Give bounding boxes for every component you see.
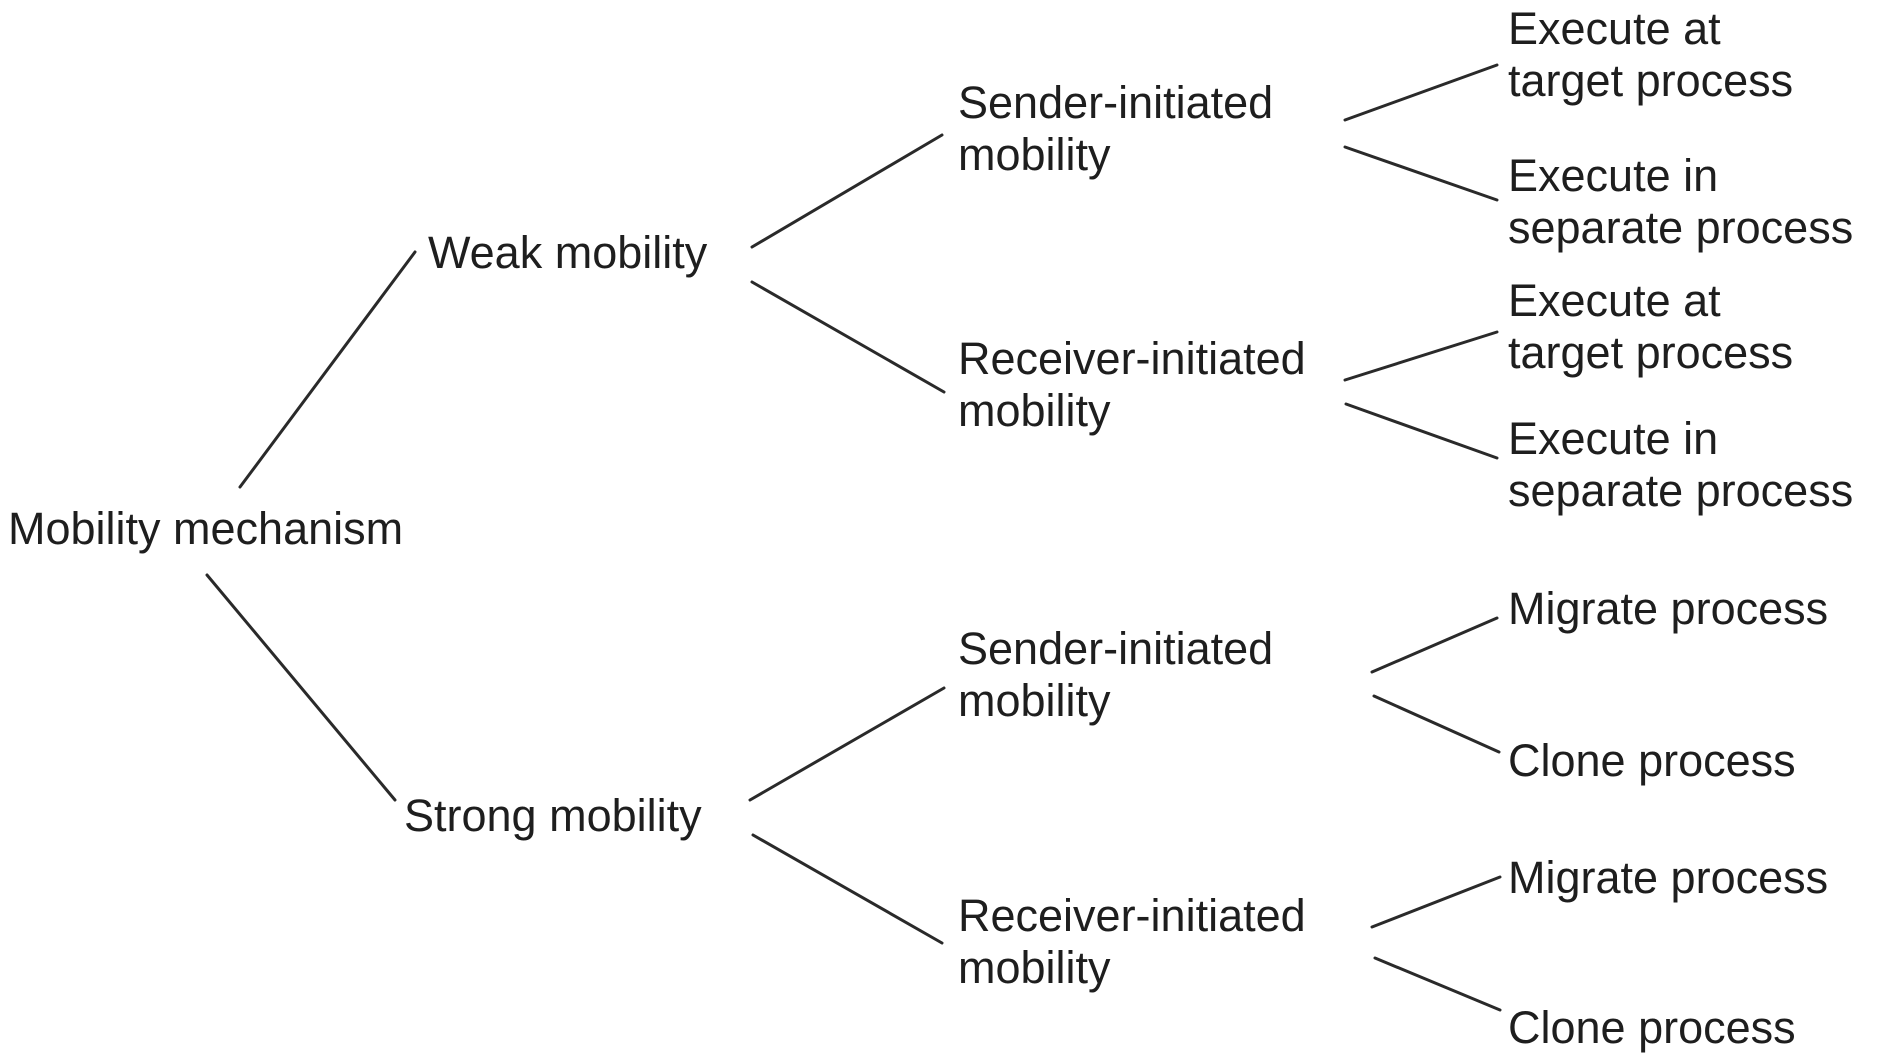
edge-strong-receiver-migrate — [1370, 875, 1502, 929]
edge-strong-sender-clone — [1372, 694, 1501, 754]
node-strong-sender-initiated: Sender-initiated mobility — [958, 623, 1273, 727]
node-label-line: Execute in — [1508, 150, 1719, 201]
node-label-line: mobility — [958, 385, 1111, 436]
edge-strong-receiver — [751, 833, 944, 945]
leaf-strong-sender-migrate-process: Migrate process — [1508, 583, 1829, 634]
node-label-line: mobility — [958, 675, 1111, 726]
edge-strong-receiver-clone — [1373, 956, 1502, 1012]
edge-root-weak — [238, 250, 417, 489]
node-label-line: Sender-initiated — [958, 77, 1274, 128]
edge-weak-receiver-execute-separate — [1344, 402, 1499, 460]
node-weak-sender-initiated: Sender-initiated mobility — [958, 77, 1273, 181]
edge-strong-sender — [748, 686, 946, 802]
node-label-line: separate process — [1508, 202, 1854, 253]
node-strong-mobility: Strong mobility — [404, 790, 702, 841]
node-label-line: Execute at — [1508, 275, 1721, 326]
edge-weak-sender-execute-separate — [1343, 145, 1499, 202]
node-label-line: target process — [1508, 327, 1794, 378]
node-label-line: mobility — [958, 129, 1111, 180]
leaf-strong-sender-clone-process: Clone process — [1508, 735, 1796, 786]
leaf-weak-receiver-execute-target: Execute at target process — [1508, 275, 1793, 379]
node-mobility-mechanism: Mobility mechanism — [8, 503, 404, 554]
node-label-line: Receiver-initiated — [958, 333, 1306, 384]
node-label-line: separate process — [1508, 465, 1854, 516]
node-label-line: Receiver-initiated — [958, 890, 1306, 941]
node-weak-mobility: Weak mobility — [428, 227, 708, 278]
edge-weak-receiver-execute-target — [1343, 330, 1499, 382]
node-label-line: Execute at — [1508, 3, 1721, 54]
node-label-line: Sender-initiated — [958, 623, 1274, 674]
node-label-line: target process — [1508, 55, 1794, 106]
leaf-strong-receiver-clone-process: Clone process — [1508, 1002, 1796, 1053]
leaf-weak-sender-execute-target: Execute at target process — [1508, 3, 1793, 107]
node-label-line: mobility — [958, 942, 1111, 993]
leaf-strong-receiver-migrate-process: Migrate process — [1508, 852, 1829, 903]
edge-strong-sender-migrate — [1370, 616, 1499, 674]
edge-weak-sender — [750, 133, 944, 249]
edge-root-strong — [205, 573, 397, 802]
node-label-line: Execute in — [1508, 413, 1719, 464]
leaf-weak-receiver-execute-separate: Execute in separate process — [1508, 413, 1853, 517]
leaf-weak-sender-execute-separate: Execute in separate process — [1508, 150, 1853, 254]
node-strong-receiver-initiated: Receiver-initiated mobility — [958, 890, 1306, 994]
edge-weak-receiver — [750, 280, 946, 394]
edge-weak-sender-execute-target — [1343, 63, 1499, 122]
node-weak-receiver-initiated: Receiver-initiated mobility — [958, 333, 1306, 437]
